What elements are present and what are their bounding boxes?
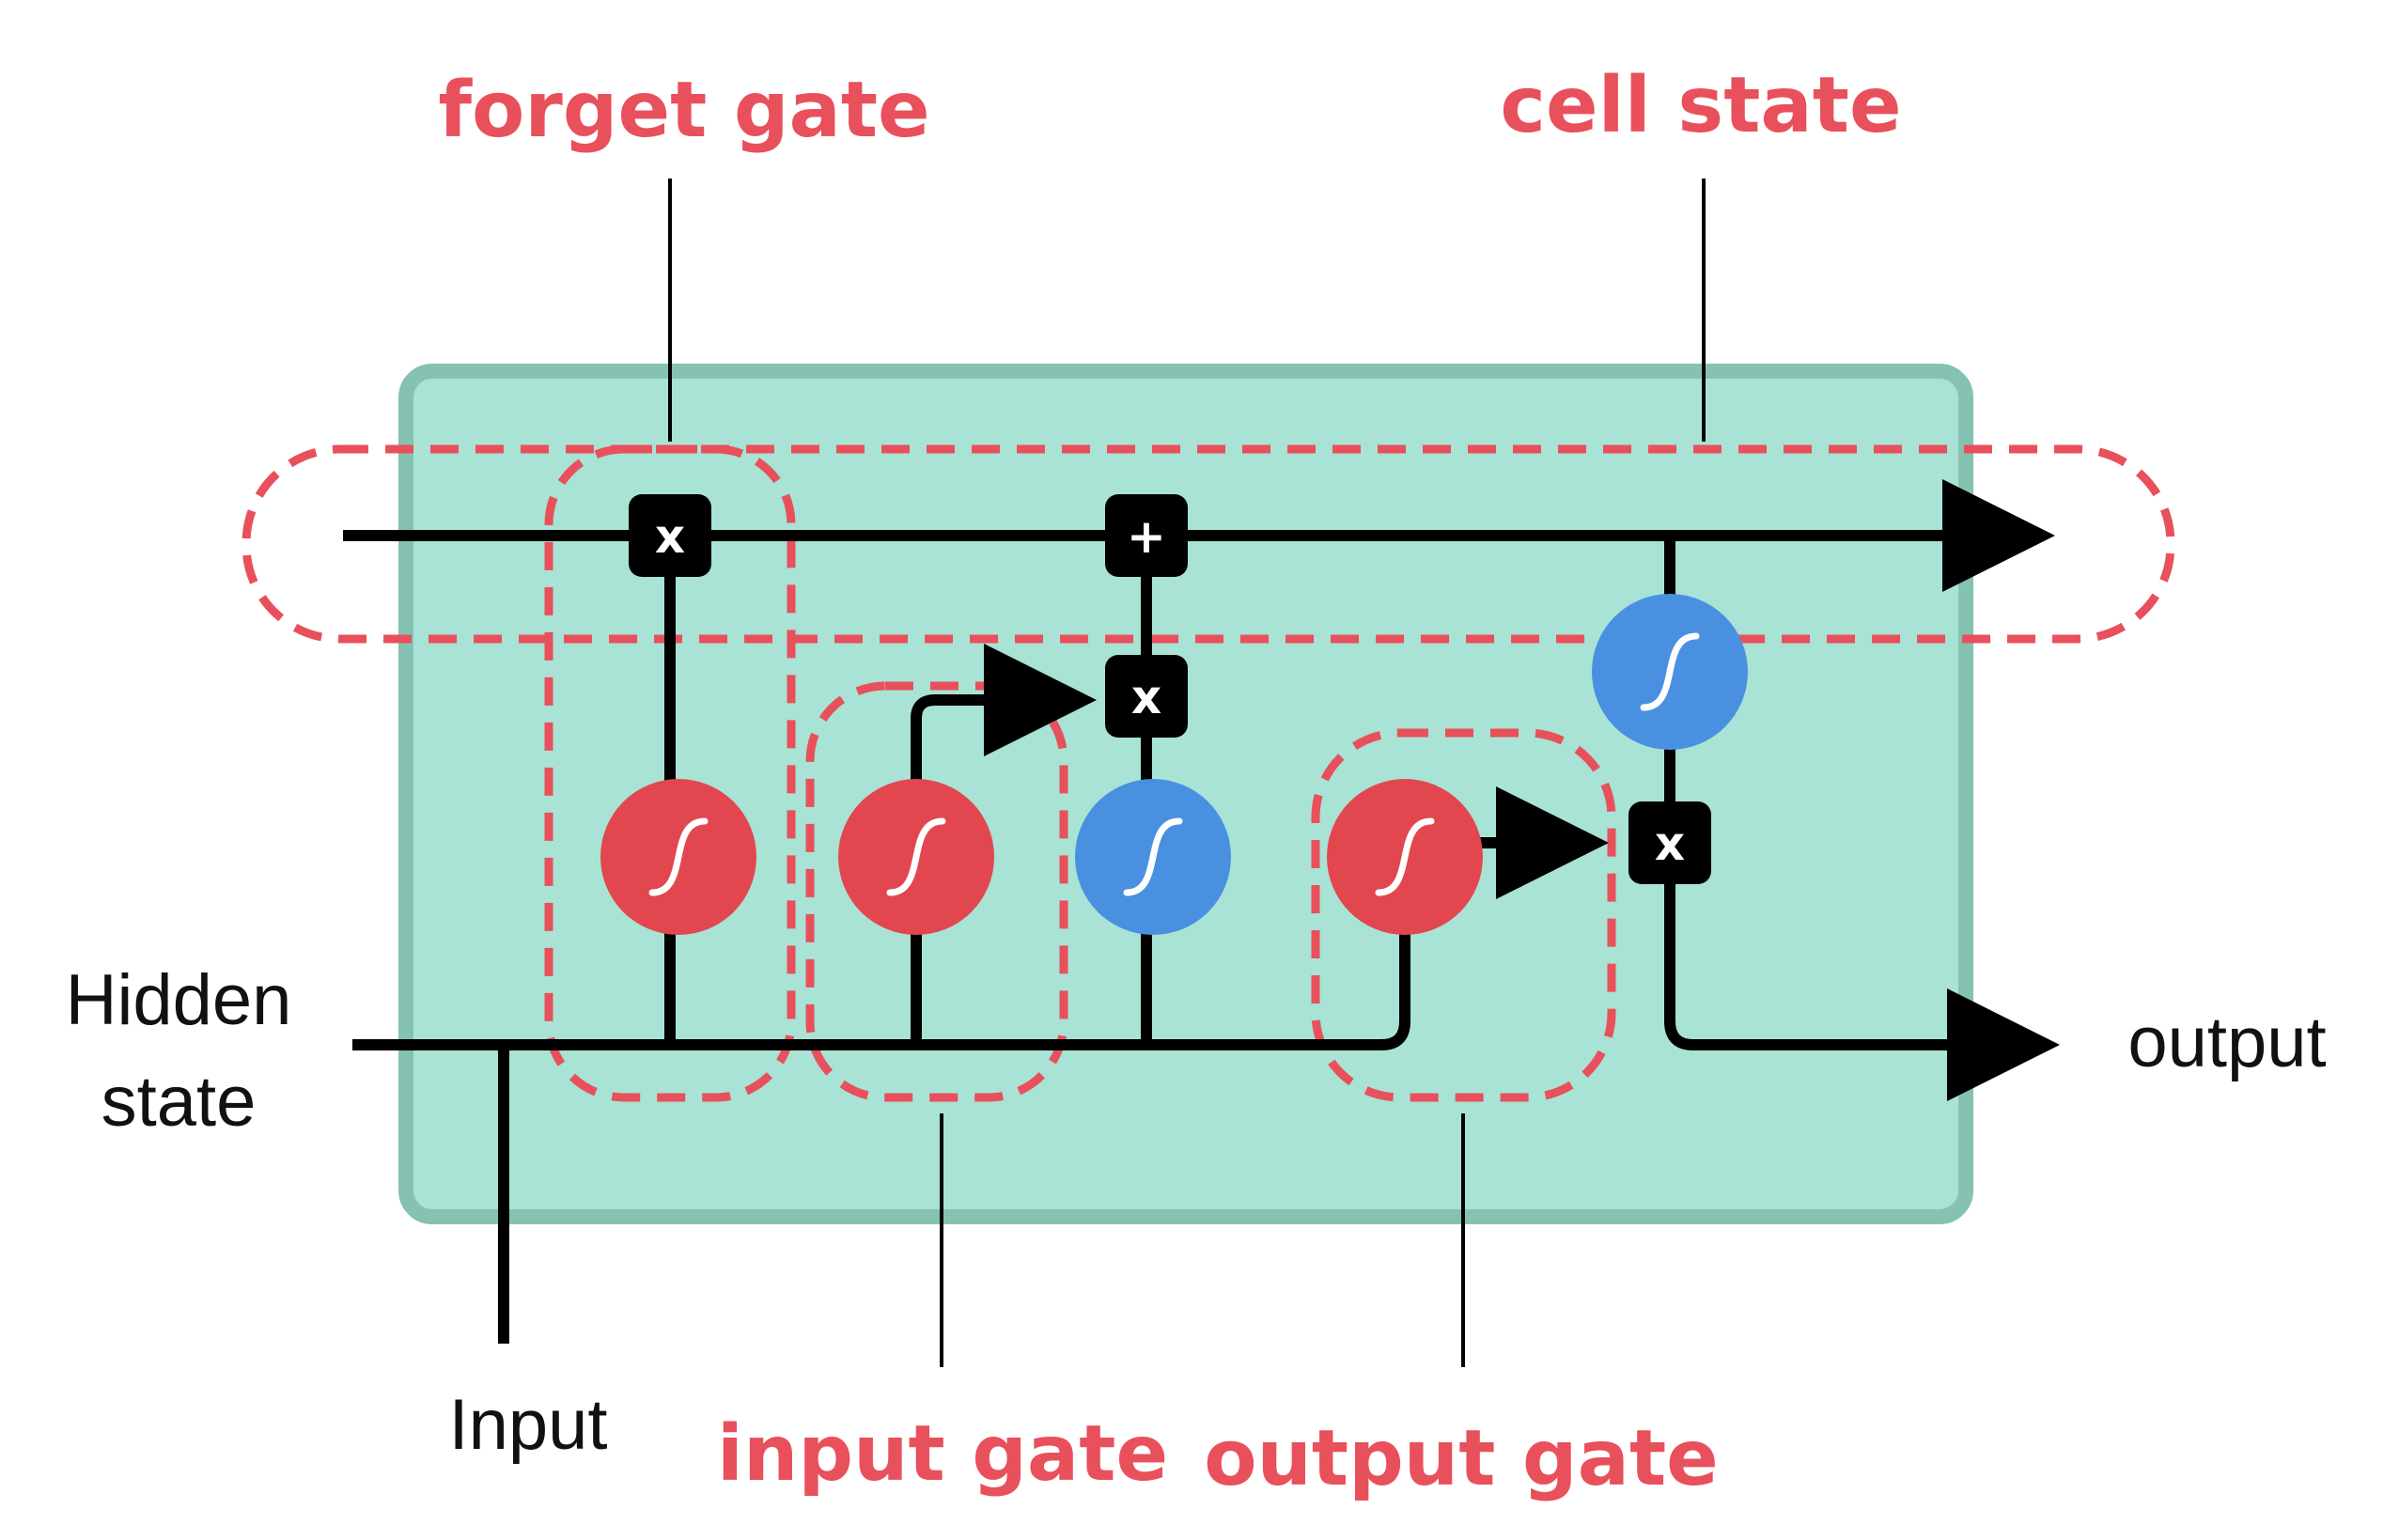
hidden-state-line — [352, 888, 1410, 1050]
sigmoid-curve-icon — [648, 817, 709, 896]
forget-gate-label: forget gate — [438, 66, 929, 155]
input-label: Input — [448, 1385, 607, 1465]
add-op-label: + — [1127, 509, 1166, 564]
cell-tanh — [1592, 594, 1748, 750]
tanh-curve-icon — [1640, 632, 1700, 711]
output-line — [1664, 672, 2060, 1101]
forget-multiply-op: x — [629, 494, 711, 577]
output-multiply-op: x — [1628, 801, 1711, 884]
multiply-op-label: x — [1131, 670, 1161, 724]
input-gate-region — [805, 681, 1068, 1102]
cell-state-label: cell state — [1500, 61, 1901, 150]
hidden-state-label-line1: Hidden — [66, 960, 292, 1040]
forget-sigmoid — [600, 779, 756, 935]
output-gate-label: output gate — [1204, 1414, 1719, 1503]
input-multiply-op: x — [1105, 655, 1188, 738]
output-sigmoid — [1327, 779, 1483, 935]
op-boxes: x + x x — [629, 494, 1711, 884]
candidate-tanh — [1075, 779, 1231, 935]
input-sigmoid-line — [911, 644, 1097, 1045]
leader-lines — [668, 179, 1706, 1367]
dashed-regions — [242, 444, 2175, 1102]
flow-lines — [343, 479, 2060, 1344]
output-gate-region — [1311, 728, 1616, 1102]
sigmoid-curve-icon — [886, 817, 946, 896]
hidden-state-label-line2: state — [101, 1062, 257, 1142]
sigmoid-curve-icon — [1375, 817, 1435, 896]
tanh-curve-icon — [1123, 817, 1183, 896]
multiply-op-label: x — [1655, 817, 1685, 871]
cell-state-region — [242, 444, 2175, 644]
activation-circles — [600, 594, 1748, 935]
forget-gate-region — [544, 444, 796, 1102]
input-sigmoid — [838, 779, 994, 935]
cell-add-op: + — [1105, 494, 1188, 577]
multiply-op-label: x — [655, 509, 685, 564]
output-label: output — [2127, 1003, 2326, 1082]
input-gate-label: input gate — [717, 1409, 1168, 1499]
